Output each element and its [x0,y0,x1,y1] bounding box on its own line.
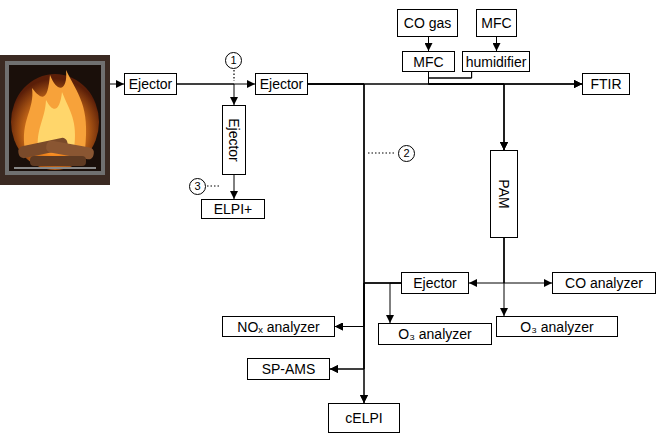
flow-arrow [469,238,504,283]
instrument-box: NOₓ analyzer [222,316,335,337]
flame [24,70,86,150]
instrument-box: Ejector [401,272,469,294]
callout-number: 3 [189,178,206,195]
box-label: Ejector [226,118,242,162]
callout-number: 2 [398,145,415,162]
flow-arrow [234,175,235,199]
box-label: NOₓ analyzer [237,319,319,335]
instrument-box: ELPI+ [201,199,265,219]
box-label: CO gas [404,15,451,31]
stove-door [7,63,103,173]
box-label: FTIR [590,76,621,92]
instrument-box: SP-AMS [247,358,330,380]
flow-arrow [504,238,552,283]
box-label: cELPI [345,410,382,426]
flow-arrow [335,283,401,327]
box-label: ELPI+ [214,201,253,217]
instrument-box: O₃ analyzer [496,316,618,337]
instrument-box: humidifier [462,51,531,72]
instrument-box: CO gas [397,9,458,37]
instrument-box: MFC [476,9,517,37]
flue-arrow [110,84,124,85]
box-label: SP-AMS [262,361,316,377]
callout-leader [368,152,395,153]
instrument-box: Ejector [255,73,308,95]
box-label: PAM [496,179,512,208]
instrument-box: O₃ analyzer [378,323,492,345]
flow-arrow [308,84,504,150]
flow-arrow [428,37,429,51]
instrument-box: FTIR [582,73,630,95]
flow-arrow [390,283,401,323]
callout-leader [233,70,234,81]
box-label: humidifier [466,54,527,70]
callout-number: 1 [225,52,242,69]
stove-body [0,55,110,185]
stove-photo [0,55,110,185]
instrument-box: Ejector [222,105,246,175]
instrument-box: PAM [490,150,518,238]
box-label: CO analyzer [565,275,643,291]
instrument-box: cELPI [328,403,400,433]
instrument-box: CO analyzer [552,272,656,294]
flow-arrow [496,37,497,51]
flow-arrow [308,84,364,403]
box-label: O₃ analyzer [398,326,471,342]
box-label: MFC [481,15,511,31]
grate [14,167,96,169]
box-label: MFC [413,54,443,70]
instrument-box: MFC [402,51,455,72]
box-label: Ejector [129,76,173,92]
box-label: Ejector [260,76,304,92]
box-label: Ejector [413,275,457,291]
callout-leader [207,185,219,186]
box-label: O₃ analyzer [520,319,593,335]
flow-arrow [177,84,234,105]
instrument-box: Ejector [124,73,177,95]
log [30,156,86,166]
flow-arrow [308,84,364,327]
